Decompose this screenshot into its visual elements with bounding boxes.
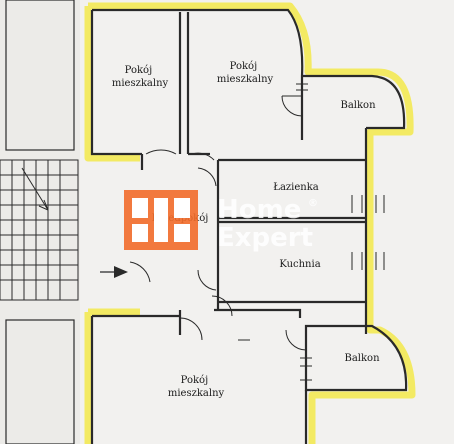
walls bbox=[90, 8, 408, 444]
doors bbox=[129, 95, 307, 351]
room-label-lazienka: Łazienka bbox=[273, 182, 319, 193]
watermark-line2: Expert bbox=[217, 223, 313, 253]
room-label-pokoj-3: Pokój mieszkalny bbox=[168, 375, 225, 399]
room-label-balkon-1: Balkon bbox=[340, 100, 376, 111]
room-label-pokoj-2: Pokój mieszkalny bbox=[217, 61, 274, 85]
room-label-kuchnia: Kuchnia bbox=[279, 259, 320, 270]
apartment-outline-highlight bbox=[84, 2, 416, 444]
entrance-arrow-icon bbox=[100, 266, 128, 278]
watermark-line1: Home bbox=[217, 195, 301, 225]
staircase bbox=[0, 159, 79, 301]
window-marks bbox=[238, 83, 385, 381]
room-label-balkon-2: Balkon bbox=[344, 353, 380, 364]
neighbor-area bbox=[0, 0, 80, 444]
room-label-pokoj-1: Pokój mieszkalny bbox=[112, 65, 169, 89]
neighbor-walls bbox=[5, 0, 75, 444]
watermark-registered: ® bbox=[308, 198, 318, 209]
watermark: Home ® Expert bbox=[124, 190, 318, 253]
home-expert-logo-icon bbox=[124, 190, 198, 250]
